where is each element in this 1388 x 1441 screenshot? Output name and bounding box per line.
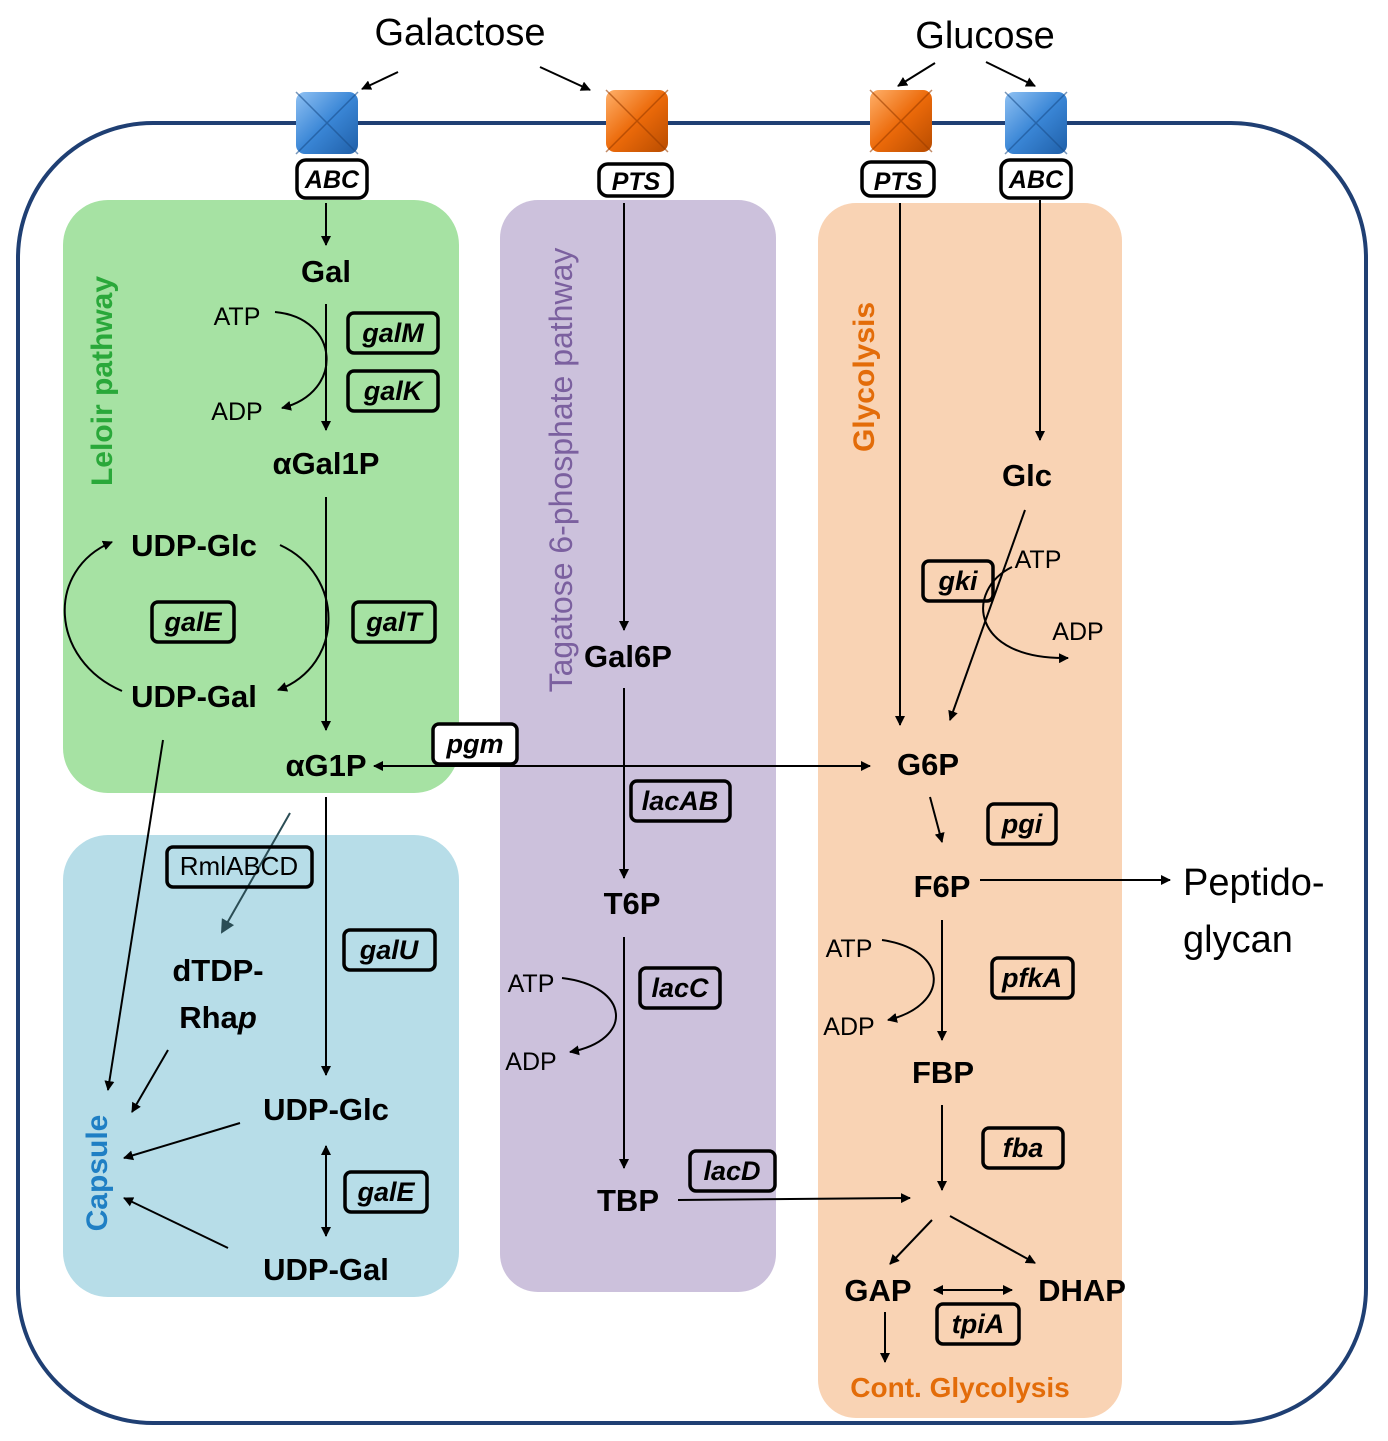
- gki-atp-adp-arrow: [982, 566, 1069, 664]
- peptidoglycan-label-line2: glycan: [1183, 919, 1293, 961]
- cofactor-adp-lacc: ADP: [505, 1048, 556, 1076]
- metabolite-tbp: TBP: [597, 1183, 659, 1218]
- gene-gale-leloir: galE: [163, 607, 222, 637]
- pts-glucose-transporter-icon: [869, 89, 933, 153]
- ag1p-to-dtdp-rhap-arrow: [221, 812, 291, 934]
- cofactor-atp-gki: ATP: [1015, 546, 1062, 574]
- abc-galactose-label: ABC: [304, 166, 360, 194]
- glucose-to-abc-arrow: [985, 61, 1036, 87]
- cell-membrane: [16, 121, 1368, 1425]
- capsule-panel: [63, 835, 459, 1297]
- metabolite-udp-glc-leloir: UDP-Glc: [131, 528, 257, 563]
- glycolysis-panel: [818, 203, 1122, 1418]
- cofactor-adp-gki: ADP: [1052, 618, 1103, 646]
- udp-gal-capsule-to-capsule-arrow: [123, 1197, 229, 1249]
- tbp-to-triose-arrow: [677, 1193, 911, 1204]
- gene-galu: galU: [359, 935, 420, 965]
- metabolite-dtdp: dTDP-: [172, 953, 263, 988]
- metabolite-f6p: F6P: [914, 869, 971, 904]
- abc-galactose-transporter-icon: [295, 91, 359, 155]
- glucose-label: Glucose: [915, 15, 1054, 57]
- galactose-to-pts-arrow: [539, 66, 591, 91]
- peptidoglycan-label: Peptido-: [1183, 862, 1325, 904]
- metabolite-gal: Gal: [301, 254, 351, 289]
- pfka-atp-adp-arrow: [881, 939, 935, 1023]
- galt-exchange-arrow: [277, 544, 330, 692]
- metabolite-t6p: T6P: [604, 886, 661, 921]
- udp-gal-to-capsule-arrow: [104, 739, 164, 1091]
- gene-tpia: tpiA: [952, 1309, 1004, 1339]
- gene-pgi: pgi: [1001, 809, 1043, 839]
- metabolite-fbp: FBP: [912, 1055, 974, 1090]
- abc-glucose-transporter-icon: [1004, 91, 1068, 155]
- udp-glc-to-capsule-arrow: [123, 1122, 241, 1161]
- gene-galt: galT: [365, 607, 424, 637]
- gene-lacc: lacC: [651, 973, 709, 1003]
- gene-pgm: pgm: [446, 729, 504, 759]
- capsule-label: Capsule: [81, 1115, 114, 1232]
- metabolite-udp-glc-capsule: UDP-Glc: [263, 1092, 389, 1127]
- metabolite-glc: Glc: [1002, 458, 1052, 493]
- aldolase-to-dhap-arrow: [949, 1215, 1036, 1264]
- metabolite-udp-gal-leloir: UDP-Gal: [131, 679, 257, 714]
- cofactor-atp-pfka: ATP: [826, 935, 873, 963]
- rhap-to-capsule-arrow: [131, 1049, 169, 1113]
- tagatose-pathway-label: Tagatose 6-phosphate pathway: [543, 248, 579, 693]
- metabolite-ag1p: αG1P: [285, 748, 366, 783]
- glucose-to-pts-arrow: [897, 62, 936, 87]
- cofactor-atp-lacc: ATP: [508, 970, 555, 998]
- gene-fba: fba: [1003, 1133, 1044, 1163]
- leloir-pathway-label: Leloir pathway: [86, 276, 119, 486]
- gene-lacab: lacAB: [642, 786, 719, 816]
- gene-galk: galK: [363, 376, 425, 406]
- gene-gale-capsule: galE: [356, 1177, 415, 1207]
- metabolite-udp-gal-capsule: UDP-Gal: [263, 1252, 389, 1287]
- gene-gki: gki: [937, 566, 978, 596]
- metabolite-rhap: Rhap: [179, 1000, 257, 1035]
- galactose-label: Galactose: [374, 12, 545, 54]
- pts-galactose-label: PTS: [612, 168, 661, 196]
- galk-atp-adp-arrow: [274, 311, 328, 411]
- lacc-atp-adp-arrow: [561, 977, 617, 1056]
- cont-glycolysis-label: Cont. Glycolysis: [850, 1372, 1069, 1403]
- pts-glucose-label: PTS: [874, 168, 923, 196]
- gene-rmlabcd: RmlABCD: [180, 851, 298, 881]
- galactose-to-abc-arrow: [361, 71, 399, 90]
- metabolite-gal6p: Gal6P: [584, 639, 672, 674]
- cofactor-atp-galk: ATP: [214, 303, 261, 331]
- gale-leloir-cycle-arrow: [63, 540, 123, 692]
- abc-glucose-label: ABC: [1008, 166, 1064, 194]
- tagatose-panel: [500, 200, 776, 1292]
- g6p-to-f6p-arrow: [929, 796, 945, 843]
- cofactor-adp-galk: ADP: [211, 398, 262, 426]
- aldolase-to-gap-arrow: [889, 1219, 933, 1265]
- leloir-panel: [63, 200, 459, 793]
- glycolysis-pathway-label: Glycolysis: [848, 302, 881, 452]
- metabolite-agal1p: αGal1P: [273, 446, 380, 481]
- pts-galactose-transporter-icon: [605, 89, 669, 153]
- metabolite-gap: GAP: [844, 1273, 911, 1308]
- metabolite-dhap: DHAP: [1038, 1273, 1126, 1308]
- metabolite-g6p: G6P: [897, 747, 959, 782]
- glc-to-g6p-arrow: [948, 509, 1026, 721]
- gene-galm: galM: [361, 318, 424, 348]
- gene-pfka: pfkA: [1001, 963, 1062, 993]
- cofactor-adp-pfka: ADP: [823, 1013, 874, 1041]
- gene-lacd: lacD: [703, 1156, 760, 1186]
